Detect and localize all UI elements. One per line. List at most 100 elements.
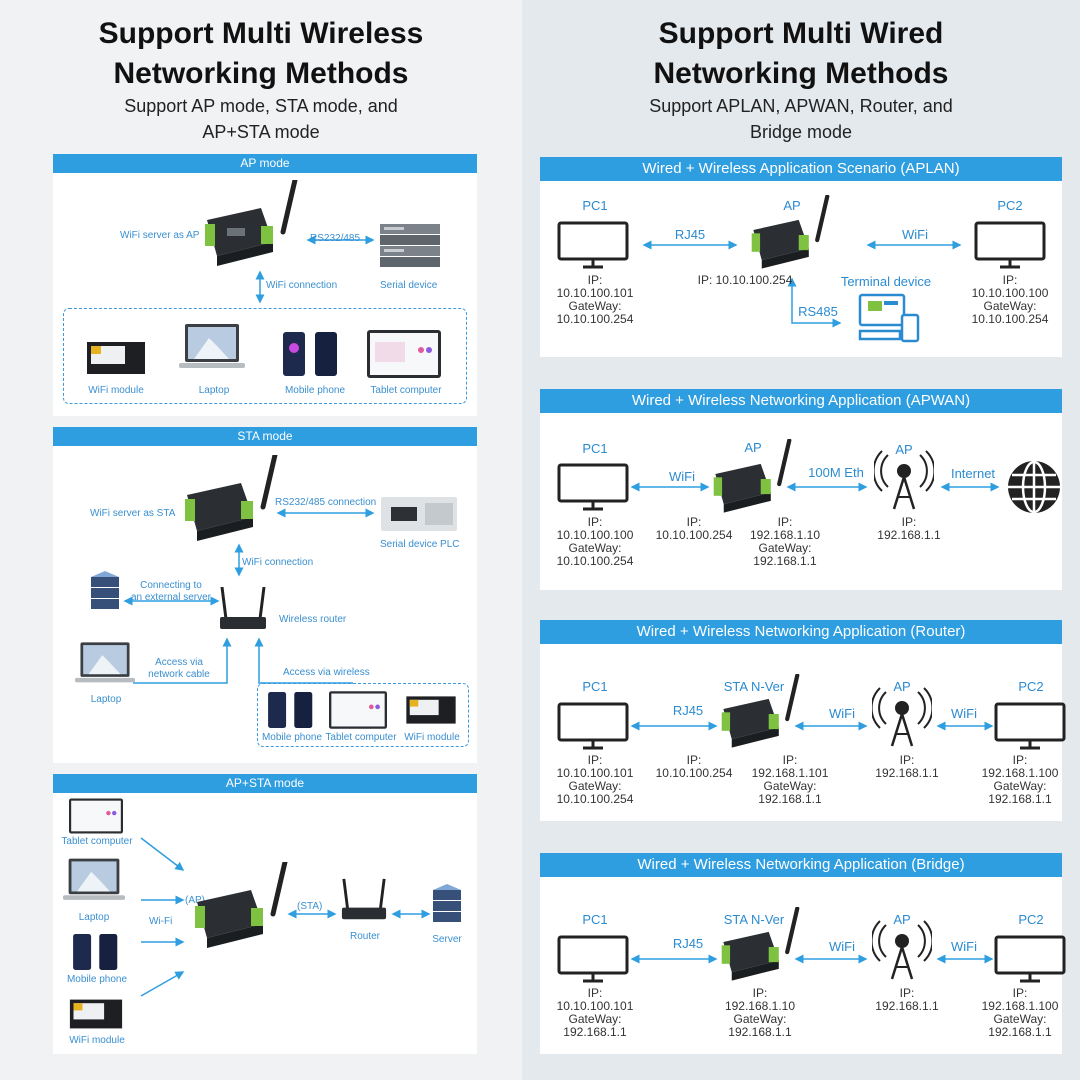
- ap-client-label: Mobile phone: [284, 385, 346, 396]
- apsta-mode-title: AP+STA mode: [53, 774, 477, 793]
- wifi-server-device-icon: [205, 180, 298, 266]
- apwan-ap1-label: AP: [744, 440, 762, 455]
- wireless-subtitle-line2: AP+STA mode: [202, 122, 320, 142]
- router-wifi1-label: WiFi: [829, 706, 855, 721]
- wifi-module-icon: [69, 999, 123, 1029]
- ap-client-label: Laptop: [198, 385, 230, 396]
- mobile-phone-icon: [268, 692, 313, 728]
- aplan-terminal-label: Terminal device: [840, 274, 932, 289]
- plc-icon: [381, 497, 457, 531]
- apwan-device-ip-lan: IP:10.10.100.254: [655, 515, 733, 542]
- pc1-monitor-icon: [557, 221, 629, 269]
- router-title: Wired + Wireless Networking Application …: [540, 620, 1062, 644]
- bridge-title: Wired + Wireless Networking Application …: [540, 853, 1062, 877]
- pc2-monitor-icon: [994, 702, 1066, 750]
- bridge-device-label: STA N-Ver: [723, 912, 785, 927]
- apwan-panel: Wired + Wireless Networking Application …: [540, 389, 1062, 590]
- router-ap-ip: IP:192.168.1.1: [875, 753, 939, 780]
- wired-column: Support Multi Wired Networking Methods S…: [522, 0, 1080, 1080]
- tablet-computer-icon: [69, 798, 123, 834]
- aplan-pc1-label: PC1: [582, 198, 608, 213]
- wifi-module-icon: [87, 342, 145, 374]
- apwan-eth-label: 100M Eth: [808, 465, 864, 480]
- apsta-phone-label: Mobile phone: [66, 974, 128, 985]
- aplan-links: [642, 240, 962, 328]
- aplan-rj45-label: RJ45: [674, 227, 706, 242]
- apwan-pc1-label: PC1: [582, 441, 608, 456]
- router-panel: Wired + Wireless Networking Application …: [540, 620, 1066, 821]
- router-links: [630, 721, 994, 731]
- ap-tower-icon: [874, 450, 934, 510]
- wifi-server-device-icon: [185, 455, 278, 541]
- apsta-wifi-label: Wi-Fi: [149, 916, 173, 927]
- wireless-column: Support Multi Wireless Networking Method…: [0, 0, 522, 1080]
- sta-mode-panel: STA mode WiFi server as STA RS232/485 co…: [53, 427, 477, 763]
- sta-client-label: Mobile phone: [261, 732, 323, 743]
- apsta-server-label: Server: [432, 934, 462, 945]
- apwan-ap2-label: AP: [895, 442, 913, 457]
- laptop-icon: [75, 642, 135, 683]
- bridge-wifi2-label: WiFi: [951, 939, 977, 954]
- globe-icon: [1008, 460, 1060, 514]
- wireless-router-icon: [220, 587, 266, 629]
- ap-tower-icon: [872, 687, 932, 747]
- pc2-monitor-icon: [974, 221, 1046, 269]
- wired-subtitle-line1: Support APLAN, APWAN, Router, and: [649, 96, 953, 116]
- sta-serial-link-label: RS232/485 connection: [275, 497, 377, 508]
- ap-client-label: WiFi module: [88, 385, 144, 396]
- sta-client-label: Tablet computer: [325, 732, 397, 743]
- bridge-pc1-label: PC1: [582, 912, 608, 927]
- laptop-icon: [179, 324, 245, 368]
- bridge-pc2-label: PC2: [1018, 912, 1044, 927]
- sta-client-label: WiFi module: [404, 732, 460, 743]
- mobile-phone-icon: [73, 934, 118, 970]
- terminal-device-icon: [858, 293, 920, 343]
- sta-device-icon: [721, 907, 800, 981]
- aplan-ap-label: AP: [783, 198, 801, 213]
- bridge-links: [630, 954, 994, 964]
- bridge-panel: Wired + Wireless Networking Application …: [540, 853, 1066, 1054]
- ap-serial-link-label: RS232/485: [310, 233, 361, 244]
- ap-wifi-link-label: WiFi connection: [266, 280, 338, 291]
- sta-laptop-label: Laptop: [90, 694, 122, 705]
- pc2-monitor-icon: [994, 935, 1066, 983]
- sta-cable-label-1: Access via: [155, 657, 203, 668]
- apsta-mode-panel: AP+STA mode Tablet computer Laptop Mobil…: [53, 774, 477, 1054]
- aplan-ap-ip: IP: 10.10.100.254: [697, 273, 793, 287]
- apwan-ap2-ip: IP:192.168.1.1: [877, 515, 941, 542]
- sta-server-label: WiFi server as STA: [90, 508, 176, 519]
- wifi-server-device-icon: [195, 862, 288, 948]
- router-wifi2-label: WiFi: [951, 706, 977, 721]
- sta-wifi-link-label: WiFi connection: [242, 557, 314, 568]
- pc1-monitor-icon: [557, 935, 629, 983]
- ap-mode-links: [255, 235, 375, 304]
- tablet-computer-icon: [367, 330, 441, 378]
- serial-device-rack-icon: [380, 224, 440, 267]
- apwan-internet-label: Internet: [950, 466, 996, 481]
- server-icon: [91, 571, 119, 609]
- apsta-mode-links: [140, 837, 431, 997]
- apsta-sta-tag: (STA): [297, 901, 323, 912]
- wifi-module-icon: [406, 696, 456, 724]
- ap-server-label: WiFi server as AP: [120, 230, 200, 241]
- bridge-rj45-label: RJ45: [672, 936, 704, 951]
- sta-clients-group: [257, 683, 469, 747]
- server-icon: [433, 884, 461, 922]
- bridge-ap-ip: IP:192.168.1.1: [875, 986, 939, 1013]
- aplan-title: Wired + Wireless Application Scenario (A…: [540, 157, 1062, 181]
- ap-serial-device-label: Serial device: [380, 280, 438, 291]
- pc1-monitor-icon: [557, 463, 629, 511]
- aplan-pc2-label: PC2: [997, 198, 1023, 213]
- router-device-label: STA N-Ver: [723, 679, 785, 694]
- apwan-title: Wired + Wireless Networking Application …: [540, 389, 1062, 413]
- wired-subtitle-line2: Bridge mode: [749, 122, 853, 142]
- ap-clients-group: [63, 308, 467, 404]
